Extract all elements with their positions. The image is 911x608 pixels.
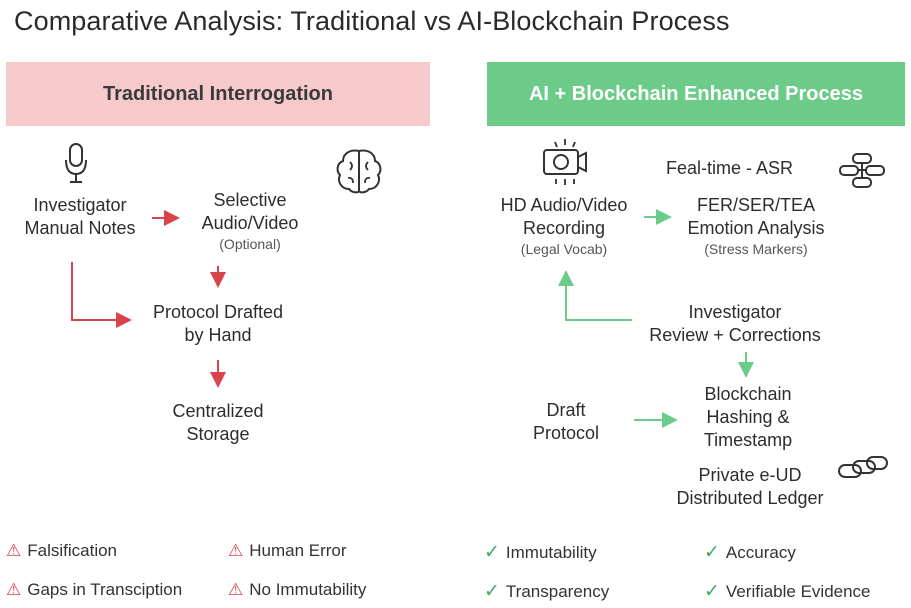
traditional-header: Traditional Interrogation <box>6 62 430 126</box>
node-note: (Stress Markers) <box>704 241 808 257</box>
check-icon: ✓ <box>484 581 500 602</box>
node-label: Storage <box>186 424 250 444</box>
node-label: Timestamp <box>703 430 793 450</box>
arrow-review-to-hd <box>558 270 632 321</box>
protocol-drafted-node: Protocol Drafted by Hand <box>128 301 308 347</box>
benefit-item: ✓ Immutability <box>484 541 597 564</box>
centralized-storage-node: Centralized Storage <box>148 400 288 446</box>
node-label: Emotion Analysis <box>687 218 825 238</box>
draft-protocol-node: Draft Protocol <box>516 399 616 445</box>
node-label: Audio/Video <box>201 213 299 233</box>
investigator-review-node: Investigator Review + Corrections <box>630 301 840 347</box>
node-label: Draft <box>546 400 586 420</box>
brain-icon <box>333 147 385 200</box>
node-label: Investigator <box>688 302 782 322</box>
warning-icon: ⚠ <box>6 580 22 599</box>
benefit-item: ✓ Verifiable Evidence <box>704 580 871 603</box>
issue-item: ⚠ No Immutability <box>228 580 366 600</box>
node-label: Review + Corrections <box>649 325 821 345</box>
node-label: Protocol Drafted <box>152 302 284 322</box>
camera-icon <box>540 137 590 192</box>
benefit-label: Transparency <box>505 581 610 601</box>
arrow-notes-to-protocol <box>71 262 132 328</box>
node-note: (Optional) <box>219 236 281 252</box>
node-label: Selective <box>213 190 287 210</box>
node-label: Distributed Ledger <box>676 488 824 508</box>
node-label: HD Audio/Video <box>500 195 628 215</box>
node-note: (Legal Vocab) <box>520 241 608 257</box>
hd-recording-node: HD Audio/Video Recording (Legal Vocab) <box>486 194 642 258</box>
emotion-analysis-node: FER/SER/TEA Emotion Analysis (Stress Mar… <box>670 194 842 258</box>
benefit-label: Accuracy <box>725 542 796 562</box>
investigator-notes-node: Investigator Manual Notes <box>10 194 150 240</box>
issue-label: No Immutability <box>249 580 367 599</box>
warning-icon: ⚠ <box>6 541 22 560</box>
node-label: Recording <box>522 218 606 238</box>
node-label: Manual Notes <box>24 218 136 238</box>
issue-item: ⚠ Gaps in Transciption <box>6 580 182 600</box>
benefit-item: ✓ Transparency <box>484 580 609 603</box>
issue-label: Human Error <box>249 541 347 560</box>
node-label: FER/SER/TEA <box>696 195 816 215</box>
issue-label: Falsification <box>27 541 118 560</box>
asr-label: Feal-time - ASR <box>666 158 794 178</box>
blockchain-hashing-node: Blockchain Hashing & Timestamp <box>678 383 818 452</box>
node-label: Private e-UD <box>698 465 802 485</box>
node-label: Investigator <box>33 195 127 215</box>
microphone-icon <box>63 142 89 189</box>
network-icon <box>837 151 887 194</box>
issue-label: Gaps in Transciption <box>27 580 183 599</box>
benefit-item: ✓ Accuracy <box>704 541 796 564</box>
distributed-ledger-node: Private e-UD Distributed Ledger <box>662 464 838 510</box>
check-icon: ✓ <box>704 542 720 563</box>
ai-blockchain-header: AI + Blockchain Enhanced Process <box>487 62 905 126</box>
warning-icon: ⚠ <box>228 580 244 599</box>
node-label: Hashing & <box>706 407 790 427</box>
node-label: by Hand <box>184 325 252 345</box>
benefit-label: Verifiable Evidence <box>725 581 871 601</box>
warning-icon: ⚠ <box>228 541 244 560</box>
node-label: Blockchain <box>704 384 792 404</box>
check-icon: ✓ <box>704 581 720 602</box>
issue-item: ⚠ Human Error <box>228 541 347 561</box>
selective-av-node: Selective Audio/Video (Optional) <box>180 189 320 253</box>
benefit-label: Immutability <box>505 542 597 562</box>
check-icon: ✓ <box>484 542 500 563</box>
node-label: Protocol <box>532 423 600 443</box>
page-title: Comparative Analysis: Traditional vs AI-… <box>14 6 730 36</box>
issue-item: ⚠ Falsification <box>6 541 117 561</box>
node-label: Centralized <box>172 401 264 421</box>
chain-link-icon <box>836 455 890 486</box>
